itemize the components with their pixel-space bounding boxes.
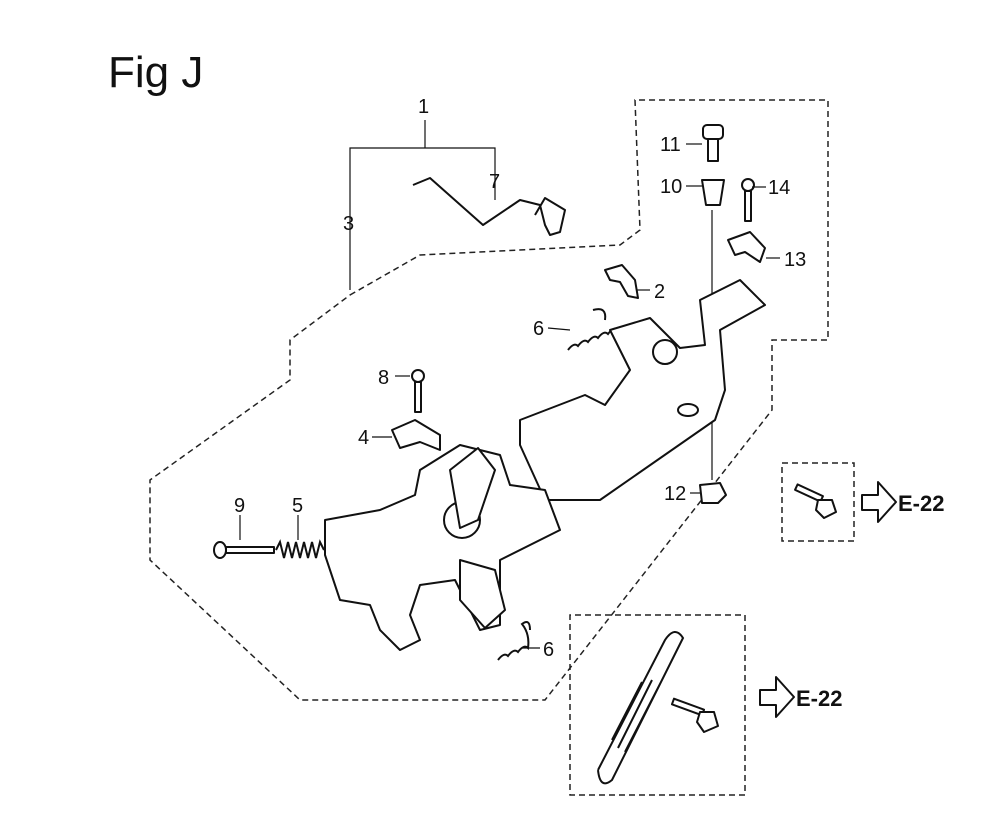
arrow-ref-lower bbox=[759, 676, 795, 718]
callout-4: 4 bbox=[358, 427, 369, 449]
ref-label-lower: E-22 bbox=[796, 686, 842, 711]
callout-1: 1 bbox=[418, 96, 429, 118]
spring-part-5 bbox=[275, 539, 325, 559]
callout-2: 2 bbox=[654, 281, 665, 303]
callout-7: 7 bbox=[489, 171, 500, 193]
callout-10: 10 bbox=[660, 176, 682, 198]
slot-hole bbox=[677, 403, 699, 417]
bracket-part-4 bbox=[391, 419, 441, 451]
control-base-left bbox=[324, 444, 561, 651]
callout-5: 5 bbox=[292, 495, 303, 517]
bolt-part-11 bbox=[702, 124, 724, 162]
ref-label-upper: E-22 bbox=[898, 491, 944, 516]
bolt-part-8 bbox=[411, 369, 425, 413]
spring-part-6-upper bbox=[567, 308, 619, 351]
bracket-1-3-7 bbox=[349, 120, 496, 290]
choke-arm bbox=[459, 559, 506, 629]
clip-part-13 bbox=[727, 231, 766, 263]
leader-6-upper bbox=[547, 327, 571, 331]
callout-11: 11 bbox=[660, 134, 681, 156]
screw-part-14 bbox=[741, 178, 755, 222]
callout-9: 9 bbox=[234, 495, 245, 517]
spring-part-6-lower bbox=[497, 621, 531, 661]
callout-6-lower: 6 bbox=[543, 639, 554, 661]
control-base-right bbox=[519, 279, 766, 501]
throttle-lever bbox=[449, 447, 496, 529]
assembly-outline bbox=[149, 99, 829, 701]
reference-box-upper bbox=[781, 462, 855, 542]
nut-part-10 bbox=[701, 179, 725, 206]
callout-6-upper: 6 bbox=[533, 318, 544, 340]
wire-rod-part bbox=[412, 177, 566, 236]
reference-box-lower bbox=[569, 614, 746, 796]
callout-13: 13 bbox=[784, 249, 806, 271]
pivot-knob bbox=[652, 339, 678, 365]
ref-screw-lower bbox=[670, 697, 719, 733]
figure-title: Fig J bbox=[108, 48, 204, 97]
ref-spring-lower bbox=[597, 631, 685, 785]
callout-8: 8 bbox=[378, 367, 389, 389]
bolt-part-9 bbox=[213, 541, 275, 559]
ref-screw-upper bbox=[794, 483, 837, 519]
clip-part-2 bbox=[604, 264, 639, 299]
arrow-ref-upper bbox=[861, 481, 897, 523]
callout-3: 3 bbox=[343, 213, 354, 235]
callout-14: 14 bbox=[768, 177, 790, 199]
callout-12: 12 bbox=[664, 483, 686, 505]
nut-part-12 bbox=[699, 482, 727, 504]
